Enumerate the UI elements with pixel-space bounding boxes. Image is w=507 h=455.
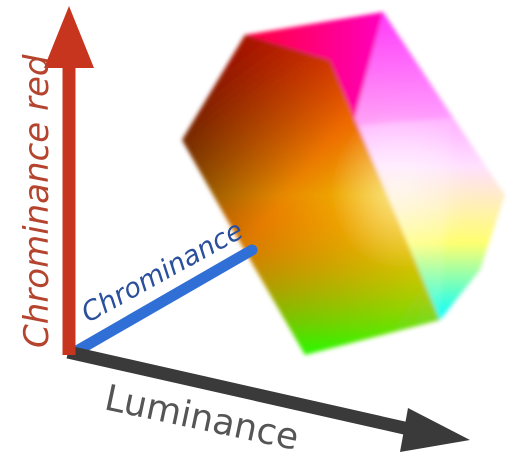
rgb-cube — [182, 12, 505, 355]
cube-front-overlay — [182, 35, 440, 355]
chrominance-red-axis: Chrominance red — [17, 6, 94, 355]
chrominance-red-label: Chrominance red — [17, 54, 57, 348]
chrominance-blue-axis: Chrominance — [69, 215, 258, 358]
luminance-label: Luminance — [101, 378, 302, 455]
chrominance-blue-axis-line — [69, 244, 258, 358]
chrominance-red-arrowhead — [44, 6, 94, 68]
luminance-axis-line — [66, 345, 424, 439]
cube-highlight — [330, 110, 470, 270]
luminance-axis: Luminance — [66, 345, 470, 455]
luminance-arrowhead — [400, 408, 470, 452]
